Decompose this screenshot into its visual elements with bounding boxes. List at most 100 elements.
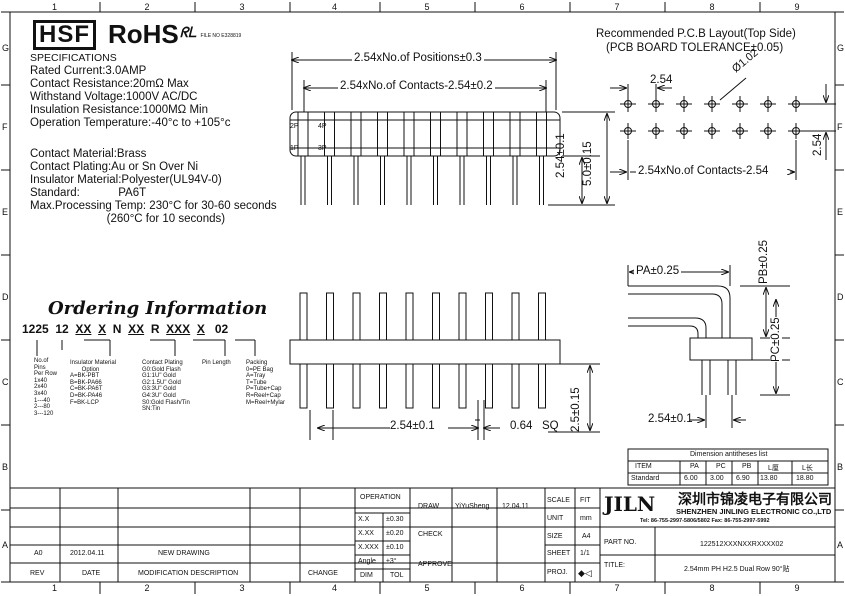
pcb-hole xyxy=(760,123,776,139)
material-line: Max.Processing Temp: 230°C for 30-60 sec… xyxy=(30,200,277,212)
pcb-hole xyxy=(760,96,776,112)
grid-col-label: 9 xyxy=(794,583,800,593)
grid-row-label: C xyxy=(837,376,844,387)
rev-desc: NEW DRAWING xyxy=(158,550,210,557)
hdr-date: DATE xyxy=(82,570,101,577)
pin-label-4p: 4P xyxy=(318,123,327,130)
top-pin xyxy=(483,111,494,205)
top-pin xyxy=(509,111,521,205)
ordering-pin-length: Pin Length xyxy=(202,360,231,366)
front-pin xyxy=(352,292,361,409)
side-pitch: 2.54±0.1 xyxy=(648,413,693,425)
pcb-hole xyxy=(648,123,664,139)
front-pin xyxy=(432,292,440,409)
grid-col-label: 8 xyxy=(709,2,715,12)
top-view-drawing xyxy=(289,52,615,206)
tb-tol-xx-v: ±0.30 xyxy=(386,516,404,523)
spec-line: Withstand Voltage:1000V AC/DC xyxy=(30,91,198,103)
front-pin xyxy=(299,292,308,409)
pcb-layout-drawing xyxy=(610,77,836,180)
front-pin xyxy=(326,292,334,409)
dimension-table-lines xyxy=(627,448,829,486)
hdr-modification: MODIFICATION DESCRIPTION xyxy=(138,570,239,577)
ordering-insulator: Insulator Material Option A=BK-PBT B=BK-… xyxy=(70,360,117,406)
grid-col-label: 5 xyxy=(424,583,430,593)
ul-file-number: FILE NO E328819 xyxy=(200,33,242,39)
ul-mark-icon: ᖇᒪ xyxy=(180,24,197,40)
top-pin xyxy=(350,111,362,205)
material-line: Contact Material:Brass xyxy=(30,148,147,160)
dim-table-header: ITEM xyxy=(635,463,652,470)
tb-date: 12.04.11 xyxy=(502,503,529,510)
ul-logo: ᖇᒪ FILE NO E328819 xyxy=(180,24,241,41)
grid-col-label: 5 xyxy=(424,2,430,12)
company-en: SHENZHEN JINLING ELECTRONIC CO.,LTD xyxy=(676,507,832,516)
tb-dim: DIM xyxy=(360,572,373,579)
tb-tol-xx: X.X xyxy=(358,516,370,523)
pin-label-2p: 2P xyxy=(290,123,299,130)
front-pin xyxy=(458,292,467,409)
front-pin xyxy=(485,292,493,409)
ordering-leader-lines xyxy=(36,339,256,356)
tb-approve: APPROVE xyxy=(418,561,452,568)
dim-v2: 5.0±0.15 xyxy=(582,141,594,186)
grid-row-label: F xyxy=(2,121,8,132)
grid-row-label: D xyxy=(837,291,844,302)
pcb-hole xyxy=(620,123,636,139)
ordering-title: Ordering Information xyxy=(48,298,268,319)
pin-label-1p: 1P xyxy=(290,145,299,152)
material-line: Insulator Material:Polyester(UL94V-0) xyxy=(30,174,222,186)
dim-table-header: L长 xyxy=(802,465,813,472)
grid-row-label: C xyxy=(2,376,9,387)
dim-table-header: L厘 xyxy=(768,465,779,472)
grid-row-label: A xyxy=(2,540,9,550)
grid-row-label: B xyxy=(2,461,9,472)
grid-col-label: 1 xyxy=(52,583,58,593)
grid-row-label: F xyxy=(837,121,843,132)
grid-col-label: 2 xyxy=(144,583,150,593)
dim-table-cell: 13.80 xyxy=(760,475,778,482)
tb-size-value: A4 xyxy=(582,533,591,540)
pcb-hole xyxy=(704,96,720,112)
tb-tol-angle-v: ±3° xyxy=(386,558,397,565)
hdr-rev: REV xyxy=(30,570,45,577)
dim-v1: 2.54±0.1 xyxy=(555,133,567,178)
front-sq: 0.64 SQ xyxy=(510,420,559,432)
tb-sheet-value: 1/1 xyxy=(580,550,590,557)
tb-drawer: YiYuSheng xyxy=(455,503,490,510)
tb-title: 2.54mm PH H2.5 Dual Row 90°贴 xyxy=(684,566,790,573)
pcb-hole xyxy=(648,96,664,112)
side-view-drawing xyxy=(627,265,790,428)
pcb-hole xyxy=(732,96,748,112)
grid-col-label: 2 xyxy=(144,2,150,12)
grid-row-label: G xyxy=(837,42,845,53)
pcb-pitch: 2.54 xyxy=(650,74,673,86)
grid-row-label: E xyxy=(837,206,844,217)
tb-unit: UNIT xyxy=(547,515,564,522)
tb-check: CHECK xyxy=(418,531,443,538)
pcb-subtitle: (PCB BOARD TOLERANCE±0.05) xyxy=(606,42,784,54)
grid-row-label: G xyxy=(2,42,10,53)
dim-table-cell: 3.00 xyxy=(710,475,724,482)
pin-label-3p: 3P xyxy=(318,145,327,152)
tb-part-no: 122512XXXNXXRXXXX02 xyxy=(700,541,784,548)
company-contact: Tel: 86-755-2997-5806/5802 Fax: 86-755-2… xyxy=(640,518,770,524)
dim-positions: 2.54xNo.of Positions±0.3 xyxy=(352,52,484,64)
spec-line: Insulation Resistance:1000MΩ Min xyxy=(30,104,208,116)
spec-line: Rated Current:3.0AMP xyxy=(30,65,147,77)
pcb-hole xyxy=(620,96,636,112)
tb-tol-angle: Angle xyxy=(358,558,376,565)
grid-col-label: 3 xyxy=(239,2,245,12)
grid-col-label: 6 xyxy=(519,583,525,593)
tb-tol-xxx-v: ±0.20 xyxy=(386,530,404,537)
dim-table-header: PC xyxy=(716,463,726,470)
front-pin xyxy=(511,292,520,409)
grid-col-label: 7 xyxy=(614,2,620,12)
material-line: Contact Plating:Au or Sn Over Ni xyxy=(30,161,199,173)
side-pc: PC±0.25 xyxy=(770,317,782,362)
tb-unit-value: mm xyxy=(580,515,592,522)
jiln-logo: JILN xyxy=(604,492,656,516)
side-pa: PA±0.25 xyxy=(634,265,682,277)
spec-line: Operation Temperature:-40°c to +105°c xyxy=(30,117,231,129)
